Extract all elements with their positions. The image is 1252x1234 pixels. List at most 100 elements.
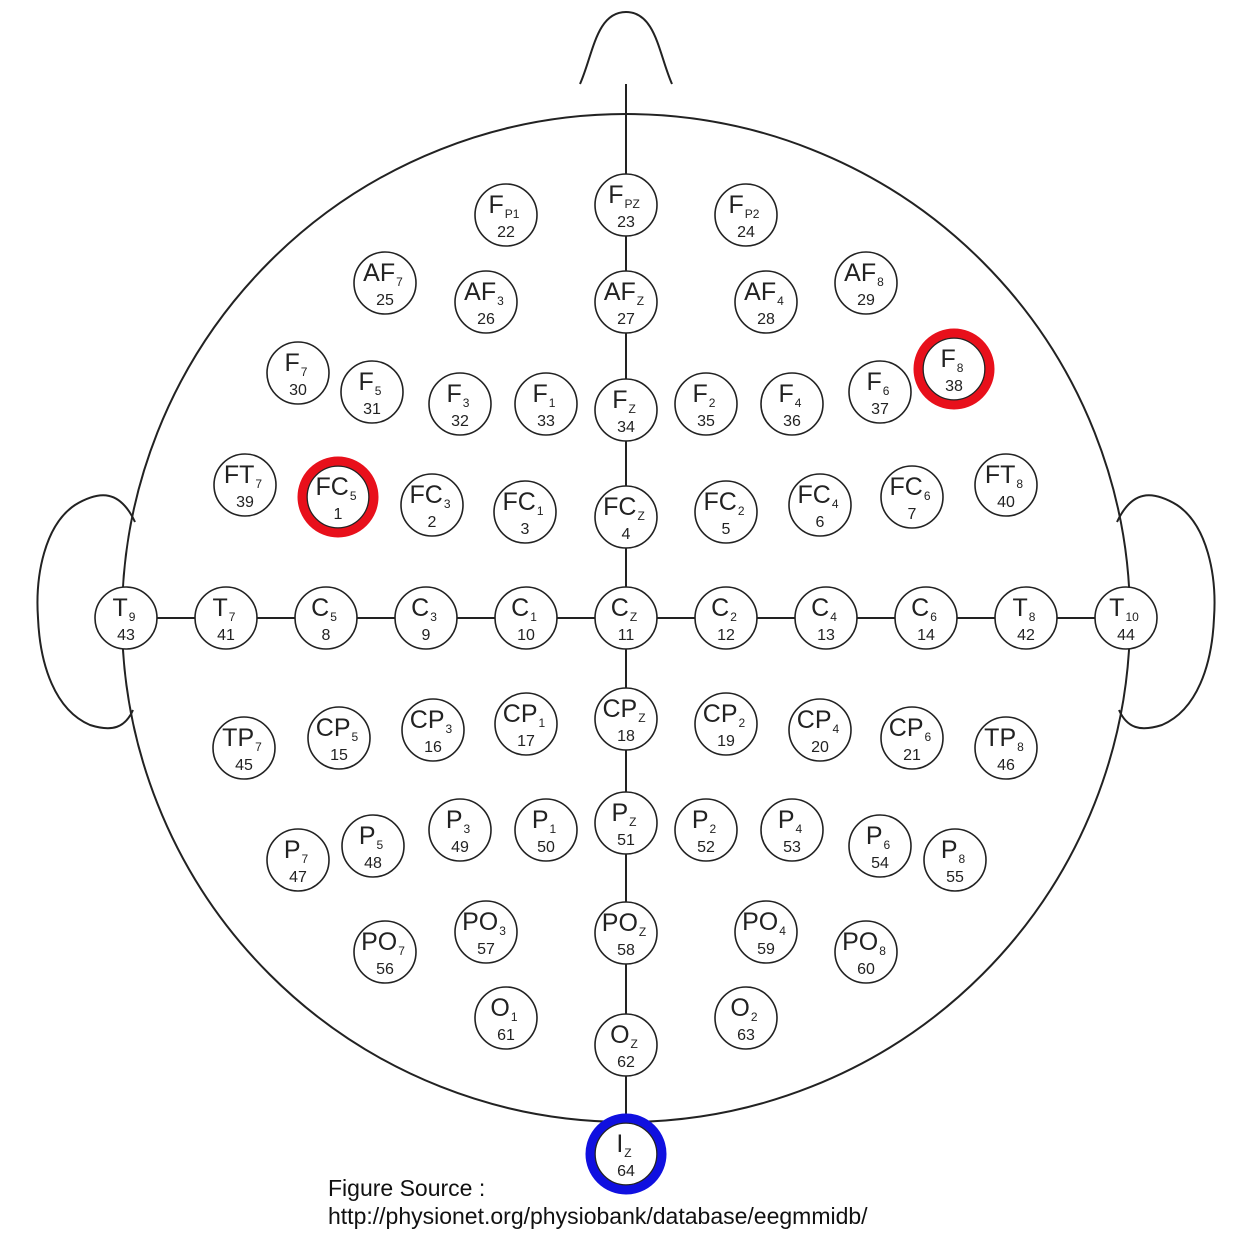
electrode-label: O2 [730,994,757,1024]
electrode-number: 59 [757,941,775,958]
electrode-number: 4 [622,526,631,543]
electrode-label: T10 [1109,594,1139,624]
electrode-label: AF7 [363,259,403,289]
electrode-circle [714,986,778,1050]
electrode-circle [794,586,858,650]
electrode-circle [974,716,1038,780]
electrode-label: CP3 [410,706,453,736]
electrode-label: P6 [866,822,891,852]
electrode-label: FC1 [502,488,543,518]
electrode-label: TP8 [984,724,1024,754]
electrode-label: CP4 [797,706,840,736]
electrode-label: FC5 [315,473,356,503]
electrode-number: 42 [1017,627,1035,644]
electrode-circle [594,378,658,442]
electrode-label: TP7 [222,724,262,754]
electrode-label: P1 [532,806,557,836]
electrode-circle [306,465,370,529]
electrode-circle [401,698,465,762]
electrode-number: 7 [908,506,917,523]
electrode-number: 15 [330,747,348,764]
figure-source-label: Figure Source : [328,1175,486,1201]
electrode-number: 27 [617,311,635,328]
electrode-label: AF4 [744,278,784,308]
electrode-number: 53 [783,839,801,856]
electrode-circle [674,372,738,436]
electrode-label: FC3 [409,481,450,511]
electrode-label: C6 [911,594,937,624]
electrode-label: FT8 [985,461,1024,491]
electrode-label: P8 [941,836,966,866]
electrode-circle [922,337,986,401]
electrode-number: 31 [363,401,381,418]
electrode-circle [714,183,778,247]
electrode-number: 63 [737,1027,755,1044]
electrode-circle [428,798,492,862]
electrode-circle [974,453,1038,517]
figure-source: Figure Source : http://physionet.org/phy… [328,1174,868,1230]
electrode-label: FZ [612,386,636,416]
electrode-label: CP5 [316,714,359,744]
electrode-label: O1 [490,994,517,1024]
electrode-circle [213,453,277,517]
electrode-circle [594,901,658,965]
electrode-number: 19 [717,733,735,750]
electrode-label: P5 [359,822,384,852]
electrode-circle [341,814,405,878]
electrode-label: C5 [311,594,337,624]
electrode-number: 1 [334,506,343,523]
electrode-circle [880,706,944,770]
electrode-circle [834,920,898,984]
electrode-number: 61 [497,1027,515,1044]
electrode-label: CP6 [889,714,932,744]
electrode-label: C4 [811,594,837,624]
electrode-circle [94,586,158,650]
electrode-circle [734,900,798,964]
electrode-number: 46 [997,757,1015,774]
electrode-circle [734,270,798,334]
electrode-circle [594,270,658,334]
left-ear [36,494,136,730]
electrode-number: 26 [477,311,495,328]
electrode-number: 29 [857,292,875,309]
figure-source-url[interactable]: http://physionet.org/physiobank/database… [328,1203,868,1229]
electrode-label: C1 [511,594,537,624]
electrode-label: C2 [711,594,737,624]
electrode-number: 57 [477,941,495,958]
electrode-circle [923,828,987,892]
electrode-circle [834,251,898,315]
electrode-label: F7 [285,349,308,379]
electrode-circle [694,480,758,544]
electrode-circle [353,251,417,315]
